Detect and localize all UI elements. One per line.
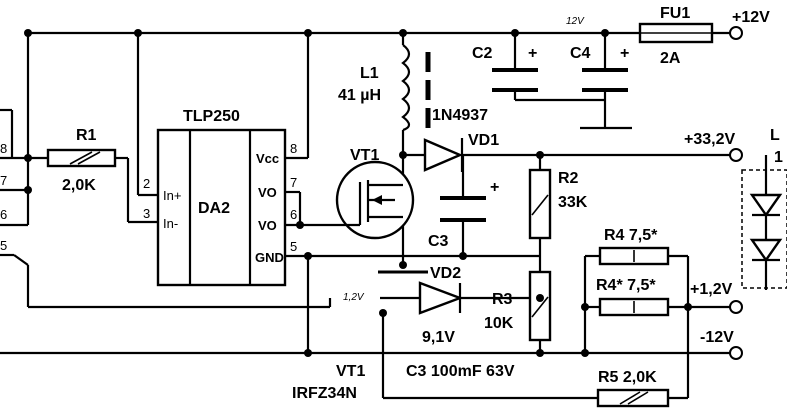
- label-c3-plus: +: [490, 179, 499, 196]
- label-plus12: +12V: [732, 9, 770, 26]
- label-vt1-bottom: VT1: [336, 363, 365, 380]
- label-c3: C3: [428, 233, 449, 250]
- led-load-box: [741, 169, 787, 289]
- label-r2-value: 33K: [558, 194, 588, 211]
- label-c3-note: C3 100mF 63V: [406, 363, 515, 380]
- label-in-plus: In+: [163, 188, 181, 203]
- led-1: [749, 193, 783, 218]
- terminal-plus33: [729, 148, 743, 162]
- label-fu1-value: 2A: [660, 50, 681, 67]
- label-l1: L1: [360, 65, 379, 82]
- label-r3-value: 10K: [484, 315, 514, 332]
- terminal-plus1-2: [729, 300, 743, 314]
- label-note-1-2v: 1,2V: [343, 292, 365, 303]
- terminal-plus12: [729, 26, 743, 40]
- label-vo1: VO: [258, 185, 277, 200]
- label-r1: R1: [76, 127, 97, 144]
- label-r4-star: R4* 7,5*: [596, 277, 656, 294]
- label-r2: R2: [558, 170, 579, 187]
- pin-da2-3: 3: [143, 206, 150, 221]
- inductor-l1: [401, 44, 411, 132]
- label-gnd: GND: [255, 250, 284, 265]
- pin-da2-5: 5: [290, 239, 297, 254]
- label-note-12v: 12V: [566, 16, 585, 27]
- label-c4: C4: [570, 45, 591, 62]
- led-2: [749, 238, 783, 263]
- label-vcc: Vcc: [256, 151, 279, 166]
- pin-da2-7: 7: [290, 175, 297, 190]
- label-fu1: FU1: [660, 5, 690, 22]
- label-vt1: VT1: [350, 147, 379, 164]
- zener-vd2: [418, 281, 464, 315]
- label-c4-plus: +: [620, 45, 629, 62]
- label-da2: DA2: [198, 200, 230, 217]
- diode-vd1: [423, 138, 464, 172]
- label-l1-value: 41 µH: [338, 87, 381, 104]
- label-in-minus: In-: [163, 216, 178, 231]
- label-c2: C2: [472, 45, 493, 62]
- label-tlp250: TLP250: [183, 108, 240, 125]
- pin-conn-7: 7: [0, 173, 7, 188]
- pin-da2-2: 2: [143, 176, 150, 191]
- optocoupler-da2: [156, 128, 287, 287]
- resistor-r5: [596, 388, 670, 408]
- pin-da2-8: 8: [290, 141, 297, 156]
- label-vd1: VD1: [468, 132, 499, 149]
- junctions: [24, 29, 692, 357]
- label-load-l: L: [770, 127, 780, 144]
- label-minus12: -12V: [700, 329, 734, 346]
- pin-conn-5: 5: [0, 238, 7, 253]
- label-vd2: VD2: [430, 265, 461, 282]
- pin-da2-6: 6: [290, 207, 297, 222]
- label-load-1: 1: [774, 149, 783, 166]
- label-irfz34n: IRFZ34N: [292, 385, 357, 402]
- label-vo2: VO: [258, 218, 277, 233]
- terminal-minus12: [729, 346, 743, 360]
- label-c2-plus: +: [528, 45, 537, 62]
- label-plus1-2: +1,2V: [690, 281, 733, 298]
- wires: [0, 31, 730, 400]
- pin-conn-6: 6: [0, 207, 7, 222]
- label-r1-value: 2,0K: [62, 177, 96, 194]
- pin-conn-8: 8: [0, 141, 7, 156]
- label-r5: R5 2,0K: [598, 369, 657, 386]
- label-r3: R3: [492, 291, 513, 308]
- label-1n4937: 1N4937: [432, 107, 488, 124]
- label-vd2-value: 9,1V: [422, 329, 455, 346]
- label-plus33: +33,2V: [684, 131, 735, 148]
- label-r4: R4 7,5*: [604, 227, 658, 244]
